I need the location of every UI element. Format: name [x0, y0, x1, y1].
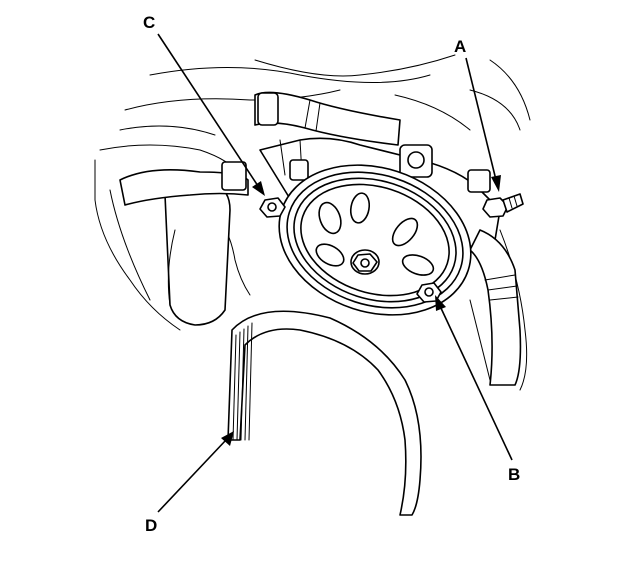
callout-b-leader: [439, 305, 513, 461]
drive-belt: [227, 310, 422, 516]
callout-d-leader: [157, 439, 227, 513]
callout-arrows: [157, 33, 513, 513]
callout-label-b: B: [508, 465, 520, 484]
callout-c-arrowhead: [252, 181, 265, 196]
bolt-c: [259, 197, 286, 218]
callout-label-c: C: [143, 13, 155, 32]
upper-hose: [254, 91, 401, 146]
callout-label-a: A: [454, 37, 466, 56]
pump-pulley: [278, 164, 472, 316]
callout-c-leader: [157, 33, 259, 187]
callout-label-d: D: [145, 516, 157, 535]
callout-d-arrowhead: [221, 431, 234, 446]
bolt-a: [482, 193, 524, 218]
callout-a-arrowhead: [491, 175, 501, 192]
bolts: [259, 193, 524, 303]
left-hose: [119, 161, 249, 326]
callout-a-leader: [465, 57, 497, 181]
right-hose: [469, 229, 522, 386]
callout-b-arrowhead: [435, 295, 446, 311]
